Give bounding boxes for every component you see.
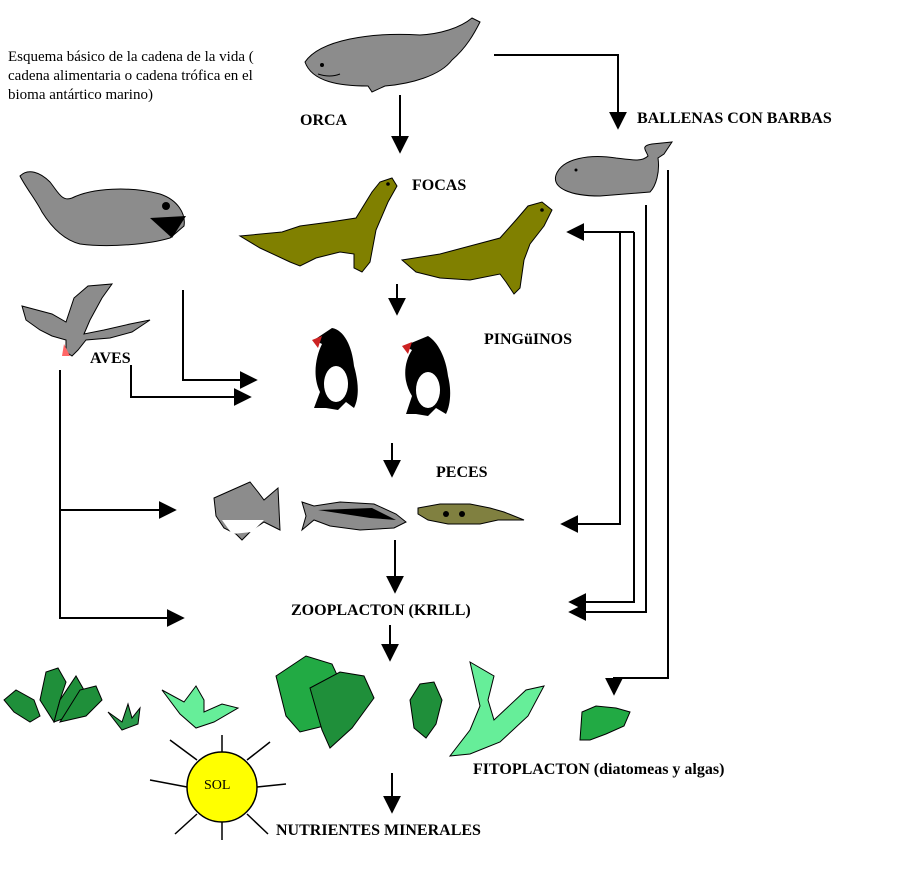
arrow-aves-to-zooplacton xyxy=(59,510,185,627)
label-focas: FOCAS xyxy=(412,177,467,194)
penguin-figure-2 xyxy=(402,336,451,416)
label-peces: PECES xyxy=(436,464,488,481)
baleen-whale-figure xyxy=(555,141,674,197)
seal-figure-2 xyxy=(400,201,553,295)
algae-cluster xyxy=(3,655,631,757)
fish-figure-3 xyxy=(417,503,525,525)
diagram-caption: Esquema básico de la cadena de la vida (… xyxy=(8,49,254,103)
flow-arrows xyxy=(59,54,669,814)
arrow-ballenas-to-fitoplacton xyxy=(605,170,669,696)
arrow-aves-to-penguins xyxy=(130,365,252,406)
seal-figure-1 xyxy=(238,177,398,273)
sun-figure xyxy=(149,735,287,840)
label-aves: AVES xyxy=(90,350,131,367)
label-zooplacton: ZOOPLACTON (KRILL) xyxy=(291,602,471,619)
label-orca: ORCA xyxy=(300,112,348,129)
bird-figure xyxy=(21,283,151,357)
label-pinguinos: PINGüINOS xyxy=(484,331,573,348)
whale-figure xyxy=(19,171,186,247)
arrow-ballenas-to-zooplacton xyxy=(568,205,647,621)
fish-figure-1 xyxy=(213,481,281,541)
arrow-orca-to-ballenas xyxy=(494,54,627,130)
arrow-aves-to-peces xyxy=(59,370,177,519)
arrow-whale-to-penguins xyxy=(182,290,258,389)
label-sol: SOL xyxy=(204,778,231,793)
fish-figure-2 xyxy=(301,501,407,532)
label-ballenas: BALLENAS CON BARBAS xyxy=(637,110,832,127)
penguin-figure-1 xyxy=(312,328,358,410)
arrow-focas-to-peces xyxy=(560,232,621,533)
arrow-focas-return xyxy=(568,232,635,611)
label-nutrientes: NUTRIENTES MINERALES xyxy=(276,822,481,839)
orca-figure xyxy=(304,17,481,93)
label-fitoplacton: FITOPLACTON (diatomeas y algas) xyxy=(473,761,725,778)
